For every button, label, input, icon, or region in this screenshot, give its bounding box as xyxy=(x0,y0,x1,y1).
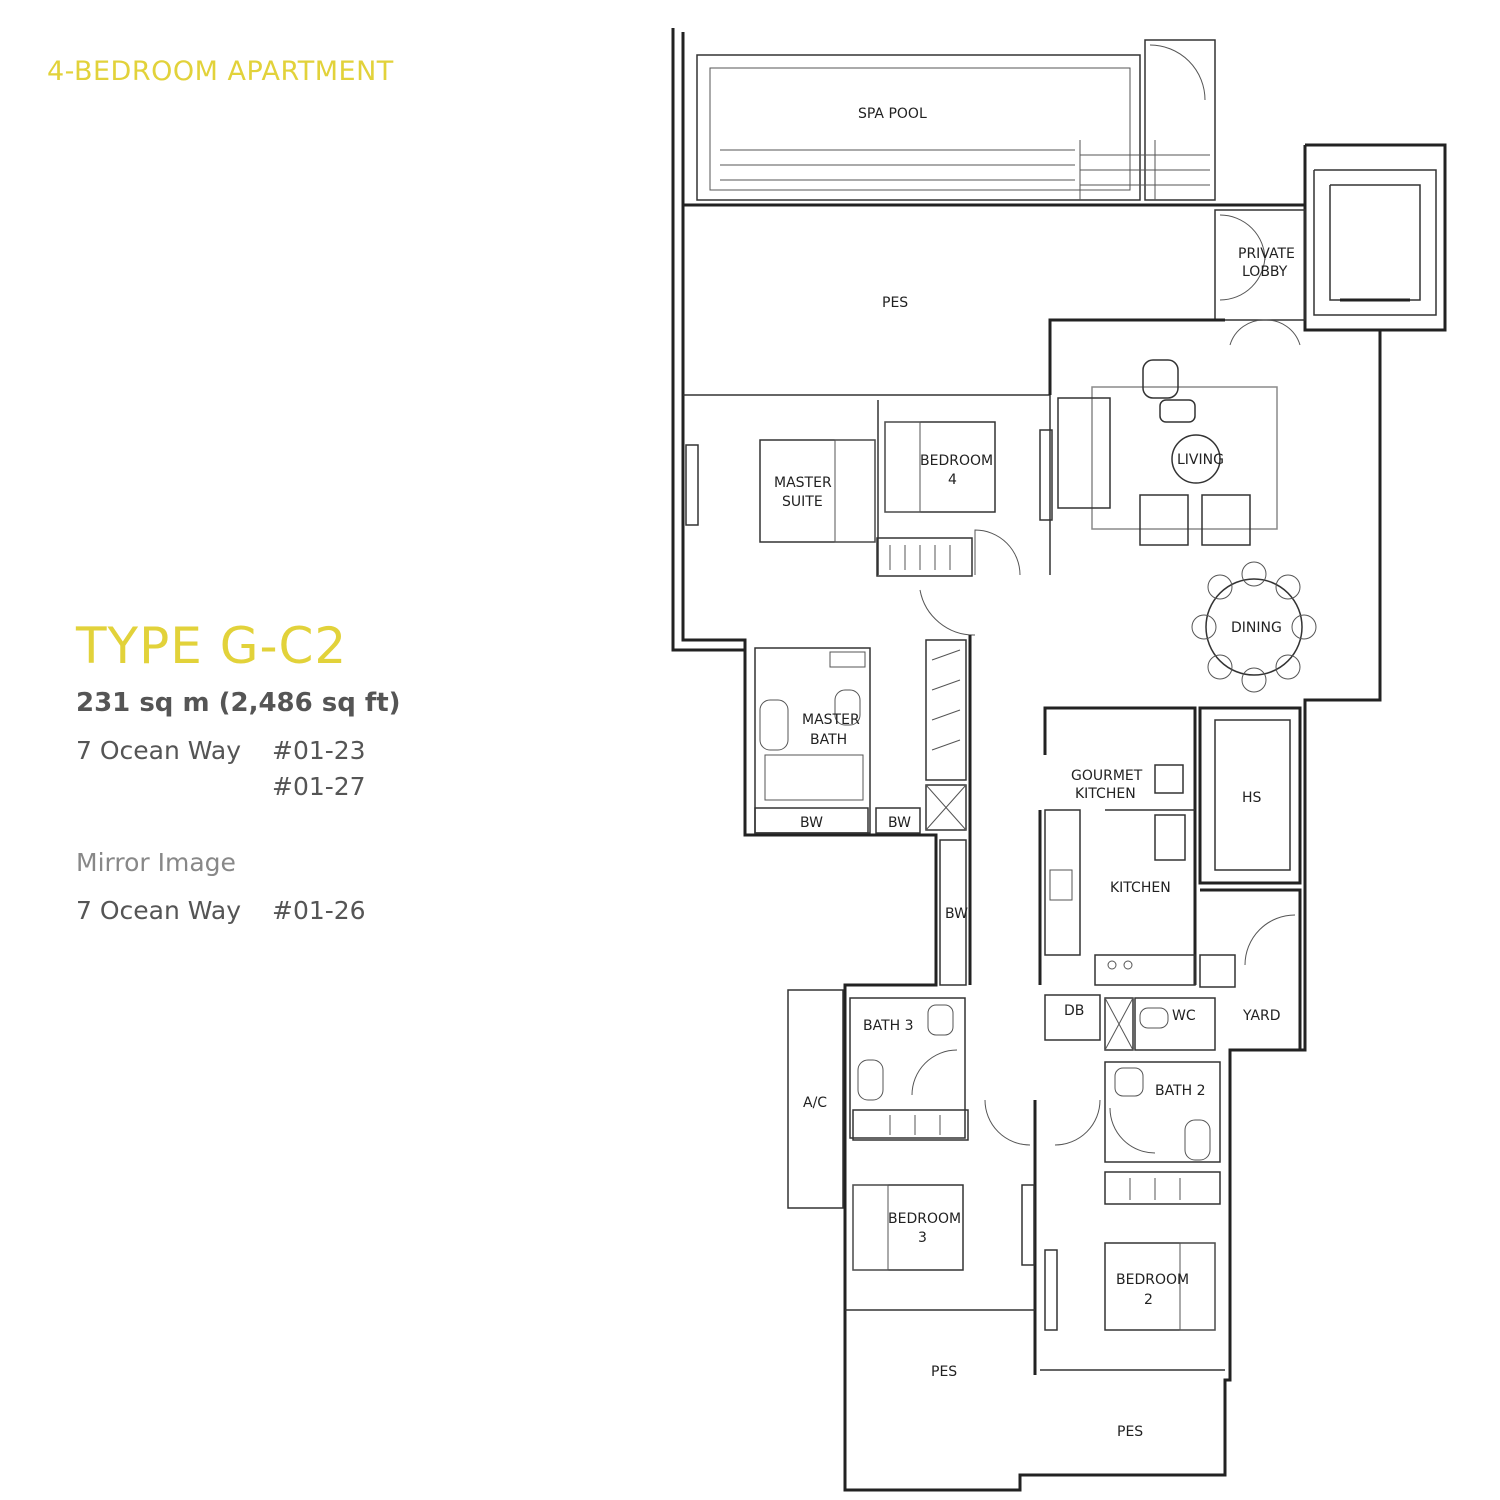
mirror-image-label: Mirror Image xyxy=(76,848,236,877)
room-label-spa-pool: SPA POOL xyxy=(858,106,927,122)
room-label-living: LIVING xyxy=(1177,452,1224,468)
room-label-bedroom-3: 3 xyxy=(918,1230,927,1246)
gourmet-kitchen: GOURMET KITCHEN xyxy=(1043,706,1197,985)
bedroom-2: BEDROOM 2 xyxy=(1044,1242,1216,1331)
living-area: LIVING xyxy=(1057,359,1278,546)
room-label-private-lobby: LOBBY xyxy=(1242,264,1288,280)
room-label-db: DB xyxy=(1064,1003,1084,1019)
unit-number: #01-23 xyxy=(272,736,366,765)
spa-pool: SPA POOL xyxy=(696,39,1216,201)
room-label-bedroom-4: BEDROOM xyxy=(920,453,993,469)
dining-area: DINING xyxy=(1191,561,1317,693)
private-lobby: PRIVATE LOBBY xyxy=(1214,209,1306,321)
room-label-bedroom-2: 2 xyxy=(1144,1292,1153,1308)
kitchen: KITCHEN xyxy=(1038,809,1196,986)
room-label-bedroom-3: BEDROOM xyxy=(888,1211,961,1227)
address-primary: 7 Ocean Way xyxy=(76,736,242,765)
room-label-master-bath: BATH xyxy=(810,732,847,748)
room-label-bedroom-2: BEDROOM xyxy=(1116,1272,1189,1288)
room-label-ac: A/C xyxy=(803,1095,827,1111)
room-label-gourmet-kitchen: GOURMET xyxy=(1071,768,1143,784)
room-label-gourmet-kitchen: KITCHEN xyxy=(1075,786,1136,802)
room-label-hs: HS xyxy=(1242,790,1262,806)
household-shelter: HS xyxy=(1198,706,1302,885)
room-label-wc: WC xyxy=(1172,1008,1196,1024)
outer-walls xyxy=(671,28,1447,1492)
room-label-pes-bottom: PES xyxy=(1117,1424,1143,1440)
room-label-dining: DINING xyxy=(1231,620,1282,636)
room-label-bw: BW xyxy=(888,815,911,831)
room-label-master-bath: MASTER xyxy=(802,712,860,728)
room-label-kitchen: KITCHEN xyxy=(1110,880,1171,896)
unit-type-title: TYPE G-C2 xyxy=(76,617,348,675)
room-label-pes-bottom: PES xyxy=(931,1364,957,1380)
unit-number-mirror: #01-26 xyxy=(272,896,366,925)
room-label-master-suite: SUITE xyxy=(782,494,823,510)
master-suite: MASTER SUITE xyxy=(685,439,876,543)
room-label-bath-3: BATH 3 xyxy=(863,1018,914,1034)
room-label-master-suite: MASTER xyxy=(774,475,832,491)
room-label-bw: BW xyxy=(945,906,968,922)
unit-number: #01-27 xyxy=(272,772,366,801)
room-label-yard: YARD xyxy=(1242,1008,1281,1024)
page-heading: 4-BEDROOM APARTMENT xyxy=(47,56,394,87)
hall-wardrobe xyxy=(925,639,967,781)
room-label-bedroom-4: 4 xyxy=(948,472,957,488)
bath-2: BATH 2 xyxy=(1104,1061,1221,1205)
service-area: YARD WC DB xyxy=(1044,888,1302,1051)
master-bath: MASTER BATH BW BW xyxy=(754,647,967,834)
room-label-private-lobby: PRIVATE xyxy=(1238,246,1295,262)
unit-area: 231 sq m (2,486 sq ft) xyxy=(76,688,401,718)
bedroom-3: BEDROOM 3 xyxy=(852,1184,1035,1271)
room-label-bath-2: BATH 2 xyxy=(1155,1083,1206,1099)
bath-3: BATH 3 xyxy=(849,997,969,1141)
bedroom-4: BEDROOM 4 xyxy=(876,421,996,577)
room-label-bw: BW xyxy=(800,815,823,831)
room-label-pes-top: PES xyxy=(882,295,908,311)
address-mirror: 7 Ocean Way xyxy=(76,896,242,925)
